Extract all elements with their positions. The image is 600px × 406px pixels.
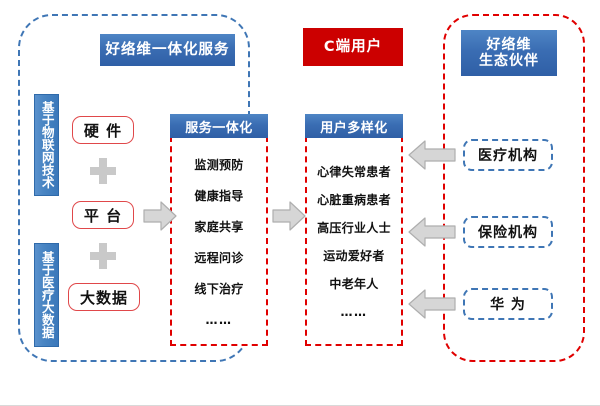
plus-icon xyxy=(90,243,116,269)
vertical-label-iot: 基于物联网技术 xyxy=(34,94,59,196)
vertical-label-medical-bigdata: 基于医疗大数据 xyxy=(34,243,59,347)
partner-medical-institution: 医疗机构 xyxy=(463,139,553,171)
arrow-right-icon xyxy=(143,200,177,232)
capability-bigdata: 大数据 xyxy=(68,283,140,311)
service-panel: 服务一体化 监测预防 健康指导 家庭共享 远程问诊 线下治疗 …… xyxy=(170,114,268,346)
plus-icon xyxy=(90,158,116,184)
list-item-ellipsis: …… xyxy=(340,305,368,319)
list-item: 远程问诊 xyxy=(194,250,244,265)
list-item: 心脏重病患者 xyxy=(317,193,391,207)
left-group-title: 好络维一体化服务 xyxy=(100,34,235,66)
center-group-title: C端用户 xyxy=(303,28,403,66)
arrow-right-icon xyxy=(272,200,306,232)
capability-platform: 平 台 xyxy=(72,201,134,229)
capability-hardware: 硬 件 xyxy=(72,116,134,144)
right-group-container xyxy=(443,14,585,362)
partner-huawei: 华 为 xyxy=(463,288,553,320)
list-item: 家庭共享 xyxy=(194,219,244,234)
service-panel-header: 服务一体化 xyxy=(170,114,268,138)
users-panel-body: 心律失常患者 心脏重病患者 高压行业人士 运动爱好者 中老年人 …… xyxy=(305,136,403,346)
users-panel-header: 用户多样化 xyxy=(305,114,403,138)
list-item: 线下治疗 xyxy=(194,281,244,296)
list-item: 心律失常患者 xyxy=(317,165,391,179)
right-group-title: 好络维 生态伙伴 xyxy=(461,30,557,76)
right-group-title-line2: 生态伙伴 xyxy=(479,53,539,69)
partner-insurance-institution: 保险机构 xyxy=(463,216,553,248)
service-panel-body: 监测预防 健康指导 家庭共享 远程问诊 线下治疗 …… xyxy=(170,136,268,346)
arrow-left-icon xyxy=(408,216,456,248)
arrow-left-icon xyxy=(408,139,456,171)
users-panel: 用户多样化 心律失常患者 心脏重病患者 高压行业人士 运动爱好者 中老年人 …… xyxy=(305,114,403,346)
list-item: 高压行业人士 xyxy=(317,221,391,235)
list-item-ellipsis: …… xyxy=(205,312,233,327)
arrow-left-icon xyxy=(408,288,456,320)
list-item: 监测预防 xyxy=(194,157,244,172)
list-item: 运动爱好者 xyxy=(323,249,385,263)
list-item: 健康指导 xyxy=(194,188,244,203)
right-group-title-line1: 好络维 xyxy=(486,36,532,53)
list-item: 中老年人 xyxy=(329,277,379,291)
